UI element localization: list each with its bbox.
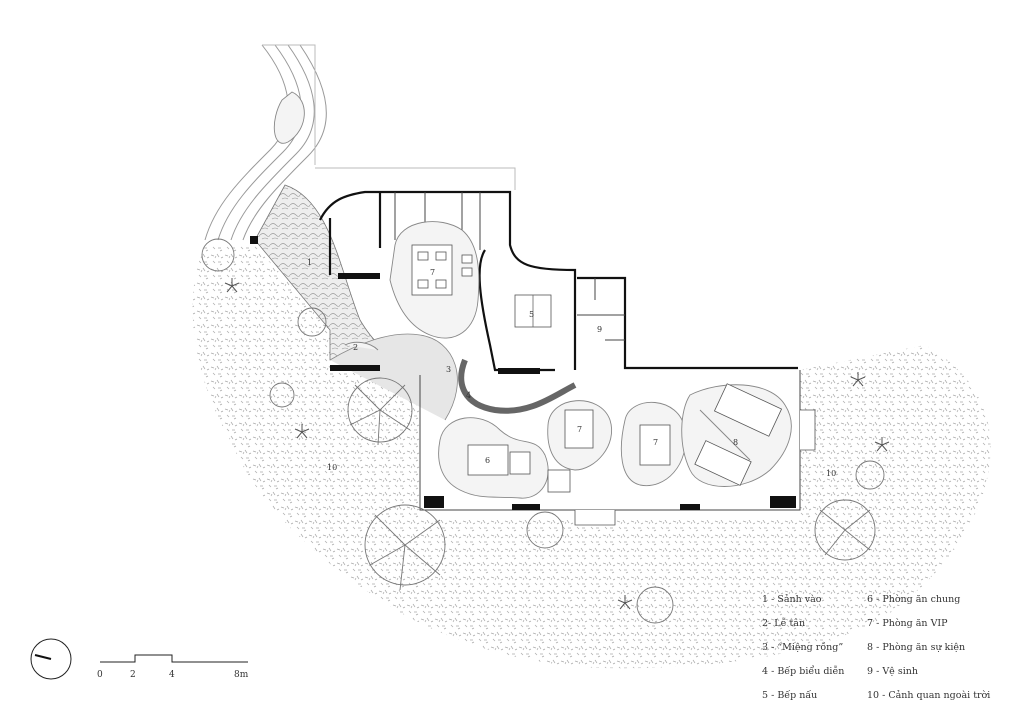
common-dining <box>438 417 571 499</box>
star-plants <box>224 278 890 610</box>
legend-item: 8 - Phòng ăn sự kiện <box>867 642 966 653</box>
kitchen-area <box>514 294 552 328</box>
room-number: 5 <box>529 310 534 319</box>
room-number: 6 <box>485 456 490 465</box>
room-number: 7 <box>430 268 435 277</box>
landscape-area <box>192 245 991 669</box>
legend-item: 2- Lễ tân <box>762 618 806 629</box>
vip-room-lower-2 <box>620 401 687 487</box>
room-number: 2 <box>353 343 358 352</box>
legend-item: 3 - “Miệng rồng” <box>762 642 844 653</box>
north-arrow-icon <box>30 638 72 680</box>
scale-tick: 2 <box>130 670 136 680</box>
room-number: 7 <box>653 438 658 447</box>
legend-item: 4 - Bếp biểu diễn <box>762 666 845 677</box>
legend-item: 1 - Sảnh vào <box>762 594 822 605</box>
entrance-path <box>204 44 516 241</box>
legend-item: 10 - Cảnh quan ngoài trời <box>867 690 991 701</box>
scale-tick: 8m <box>234 670 249 680</box>
legend-item: 6 - Phòng ăn chung <box>867 594 961 605</box>
room-number: 4 <box>466 391 471 400</box>
show-kitchen <box>458 358 577 414</box>
room-number: 3 <box>446 365 451 374</box>
legend-item: 5 - Bếp nấu <box>762 690 818 701</box>
legend-item: 7 - Phòng ăn VIP <box>867 618 948 629</box>
legend-item: 9 - Vệ sinh <box>867 666 918 677</box>
vip-room-upper <box>389 221 480 339</box>
scale-tick: 4 <box>169 670 175 680</box>
room-number: 10 <box>327 463 337 472</box>
scale-bar <box>100 654 248 663</box>
main-hall-walls <box>330 365 816 526</box>
tree-group <box>201 238 885 624</box>
room-number-labels: 1 2 3 4 5 6 7 7 7 8 9 10 10 <box>307 258 836 478</box>
room-number: 9 <box>597 325 602 334</box>
room-number: 10 <box>826 469 836 478</box>
event-dining <box>681 383 792 487</box>
scale-labels: 0 2 4 8m <box>96 648 266 684</box>
room-number: 1 <box>307 258 312 267</box>
room-number: 8 <box>733 438 738 447</box>
vip-room-lower-1 <box>547 400 613 471</box>
entrance-lobby <box>250 184 458 421</box>
upper-building-walls <box>319 190 798 374</box>
room-number: 7 <box>577 425 582 434</box>
scale-tick: 0 <box>97 670 103 680</box>
